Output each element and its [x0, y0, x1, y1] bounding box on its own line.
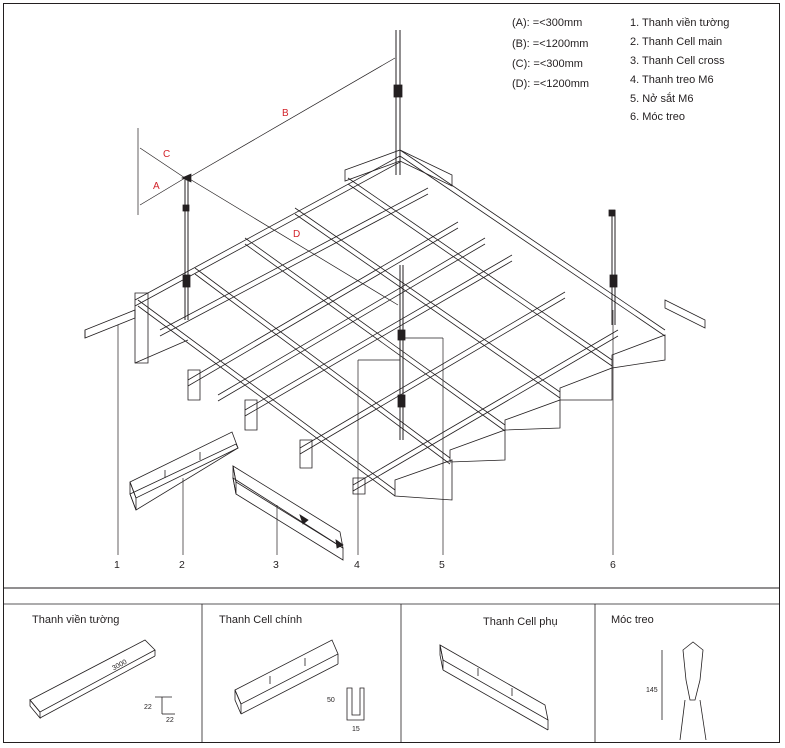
detail-hanger [661, 641, 707, 741]
panel-title-wall-angle: Thanh viền tường [32, 614, 120, 626]
spec-item-b: (B): =<1200mm [512, 38, 589, 50]
callout-1: 1 [114, 559, 120, 571]
legend-item-1: 1. Thanh viền tường [630, 17, 730, 29]
legend-item-6: 6. Móc treo [630, 111, 686, 123]
detail-cell-cross [439, 644, 549, 731]
panel-title-hanger: Móc treo [611, 614, 654, 626]
panel-title-cell-main: Thanh Cell chính [219, 614, 303, 626]
callout-3: 3 [273, 559, 279, 571]
loose-cell-cross [232, 465, 344, 561]
spec-item-a: (A): =<300mm [512, 17, 583, 29]
legend-item-4: 4. Thanh treo M6 [630, 74, 714, 86]
callout-leaders [117, 310, 614, 555]
dim-letter-b: B [282, 108, 289, 119]
dim-letter-c: C [163, 149, 171, 160]
wall-angle-rail [84, 299, 706, 339]
spec-item-d: (D): =<1200mm [512, 78, 590, 90]
callout-4: 4 [354, 559, 360, 571]
dim-hanger-height: 145 [646, 687, 658, 694]
dim-letter-a: A [153, 181, 160, 192]
spec-item-c: (C): =<300mm [512, 58, 583, 70]
dim-wall-w2: 22 [166, 717, 174, 724]
panel-title-cell-cross: Thanh Cell phụ [483, 616, 558, 628]
grid-cross-bars [137, 149, 666, 497]
diagram-lines [3, 30, 780, 743]
dim-wall-w1: 22 [144, 704, 152, 711]
dim-main-height: 50 [327, 697, 335, 704]
dim-letter-d: D [293, 229, 301, 240]
hanger-rods [184, 30, 616, 440]
hanger-hooks [182, 84, 618, 408]
dimension-lines [137, 57, 399, 306]
legend-item-3: 3. Thanh Cell cross [630, 55, 725, 67]
legend-item-5: 5. Nở sắt M6 [630, 93, 694, 105]
bar-ends-right [394, 334, 666, 501]
callout-2: 2 [179, 559, 185, 571]
callout-6: 6 [610, 559, 616, 571]
loose-cell-main [129, 431, 239, 511]
bar-ends-left [134, 292, 366, 495]
detail-wall-angle [29, 639, 175, 720]
legend-item-2: 2. Thanh Cell main [630, 36, 723, 48]
dim-main-width: 15 [352, 726, 360, 733]
callout-5: 5 [439, 559, 445, 571]
drawing-frame [3, 3, 780, 743]
grid-main-bars [134, 149, 619, 492]
detail-cell-main [234, 639, 365, 721]
